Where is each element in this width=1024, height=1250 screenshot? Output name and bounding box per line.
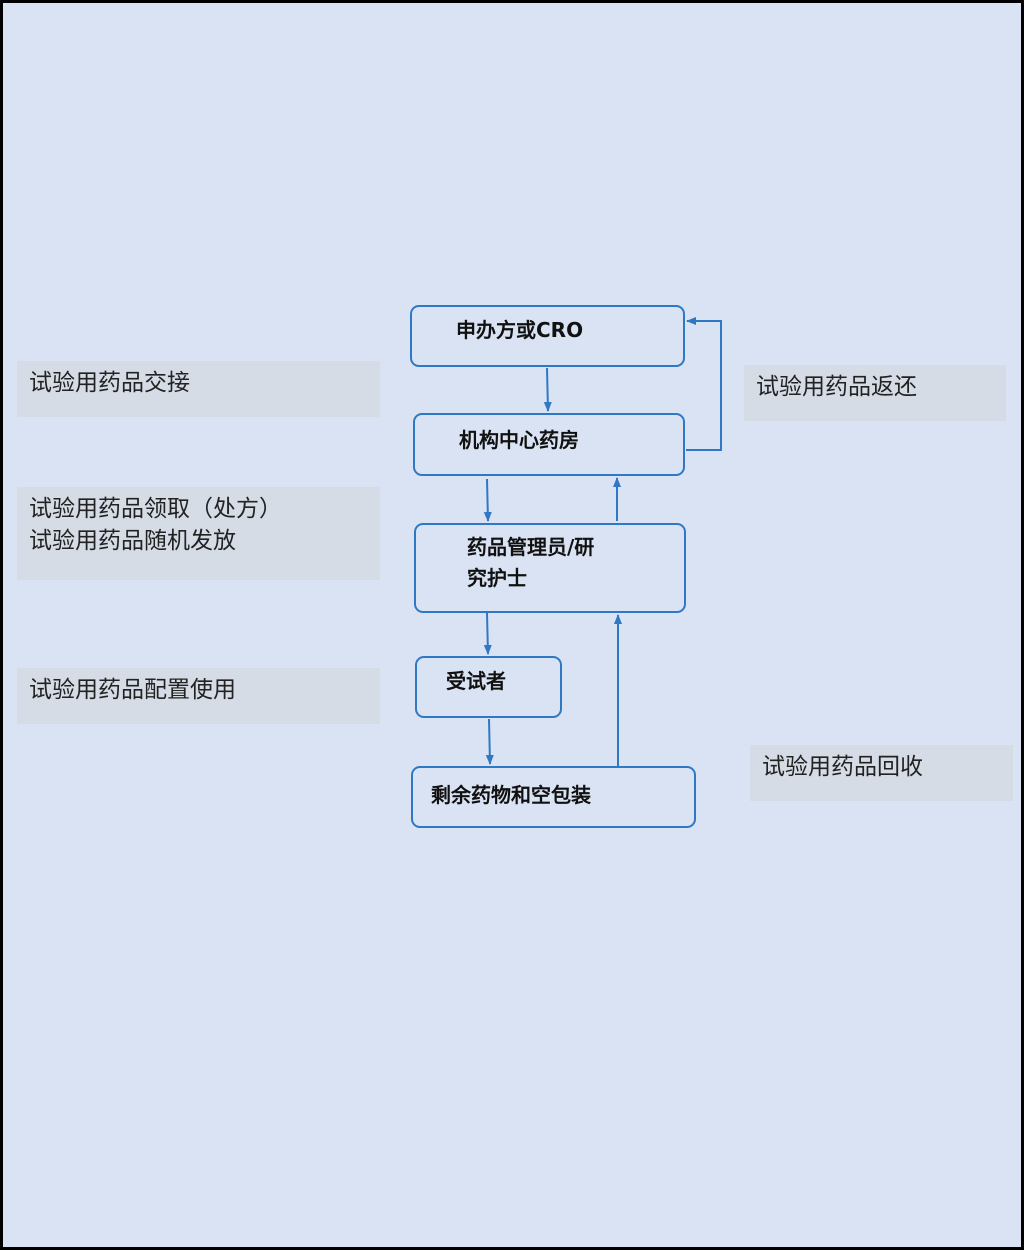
arrow-pharmacy-to-manager xyxy=(483,478,492,522)
recycle-label: 试验用药品回收 xyxy=(750,745,1013,801)
pharmacy-node: 机构中心药房 xyxy=(413,413,685,476)
subject-node-text: 受试者 xyxy=(446,669,506,693)
connector-arrows xyxy=(483,317,722,766)
remaining-drugs-node-text: 剩余药物和空包装 xyxy=(431,783,591,807)
receive-dispense-label: 试验用药品领取（处方） 试验用药品随机发放 xyxy=(17,487,380,580)
flowchart-canvas: 申办方或CRO 机构中心药房 药品管理员/研 究护士 受试者 剩余药物和空包装 … xyxy=(3,3,1021,1247)
return-label: 试验用药品返还 xyxy=(744,365,1006,421)
arrow-subject-to-remaining xyxy=(485,718,494,765)
subject-node: 受试者 xyxy=(415,656,562,718)
drug-manager-node: 药品管理员/研 究护士 xyxy=(414,523,686,613)
use-label: 试验用药品配置使用 xyxy=(17,668,380,724)
arrow-pharmacy-return-to-sponsor xyxy=(686,317,722,451)
handover-label: 试验用药品交接 xyxy=(17,361,380,417)
drug-manager-node-text: 药品管理员/研 究护士 xyxy=(467,535,595,590)
remaining-drugs-node: 剩余药物和空包装 xyxy=(411,766,696,828)
sponsor-node: 申办方或CRO xyxy=(410,305,685,367)
arrow-manager-to-subject xyxy=(483,612,492,655)
arrow-sponsor-to-pharmacy xyxy=(543,367,552,412)
pharmacy-node-text: 机构中心药房 xyxy=(459,428,579,452)
sponsor-node-text: 申办方或CRO xyxy=(456,318,584,342)
